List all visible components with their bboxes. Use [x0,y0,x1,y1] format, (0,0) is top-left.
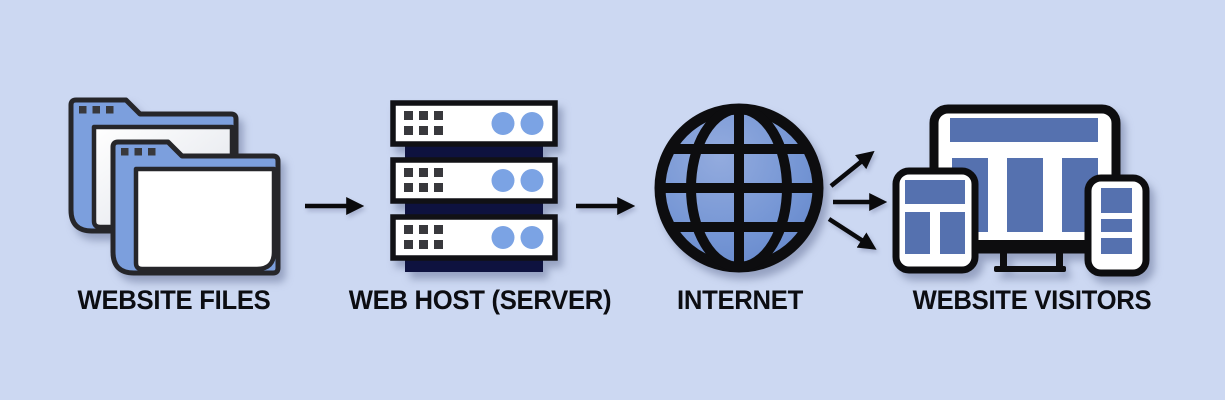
globe-icon [654,103,824,273]
window-dots [79,106,114,114]
server-stack-icon [390,100,558,272]
arrow-internet-up [829,150,875,188]
label-website-visitors: WEBSITE VISITORS [912,285,1152,315]
monitor [929,104,1121,272]
tablet-webpage [905,180,965,254]
arrow-internet-down [827,217,877,250]
label-website-files: WEBSITE FILES [77,285,271,315]
label-internet: INTERNET [677,285,803,315]
server-unit [390,214,558,261]
server-unit [390,100,558,147]
globe-grid [654,103,824,273]
folders-icon [68,97,281,276]
devices-icon [892,104,1150,277]
phone [1084,174,1150,277]
phone-webpage [1101,188,1132,254]
front-folder [110,139,281,276]
tablet [892,167,979,274]
server-units [390,100,558,261]
label-web-host: WEB HOST (SERVER) [348,285,612,315]
window-dots [121,148,156,156]
server-unit [390,157,558,204]
